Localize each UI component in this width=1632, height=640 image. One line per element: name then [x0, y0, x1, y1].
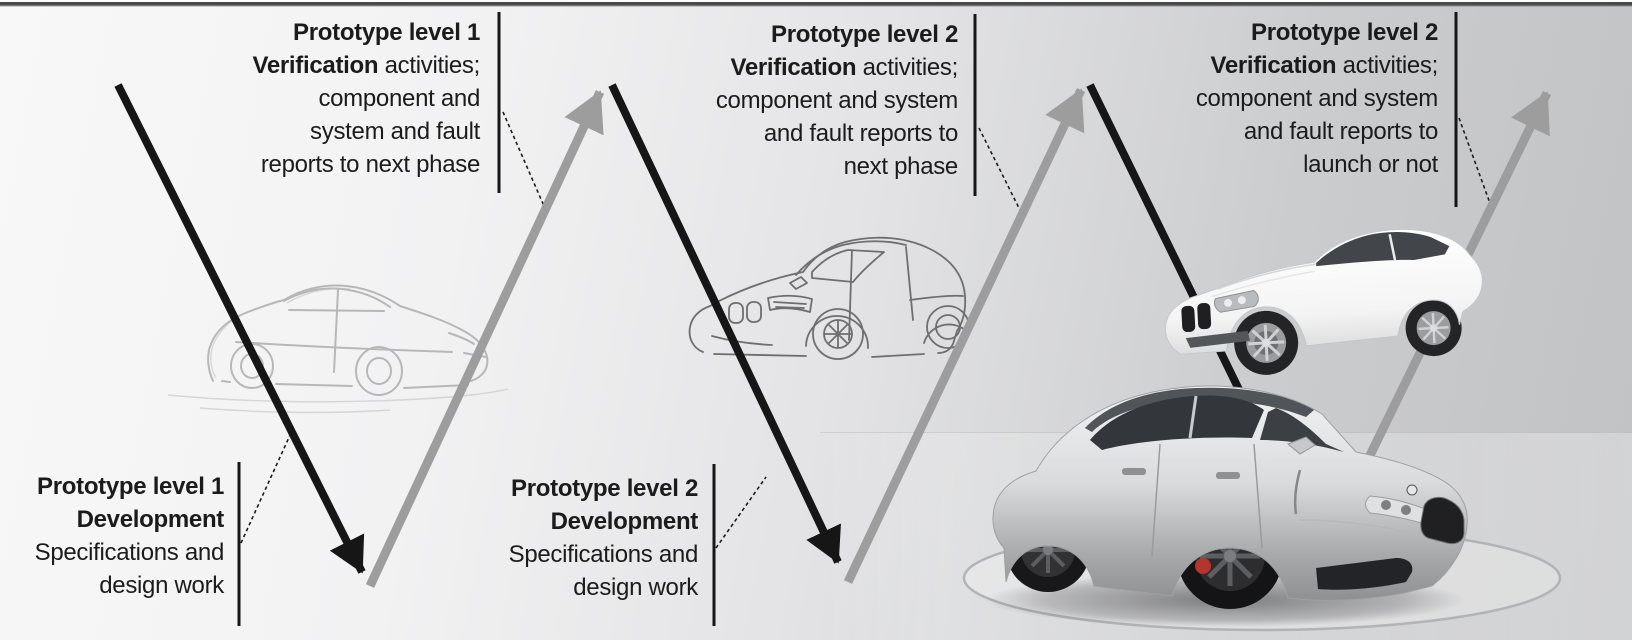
- callout-line: component and system: [1195, 85, 1438, 112]
- callout-line: design work: [99, 572, 224, 599]
- callout-line: Prototype level 2: [511, 475, 698, 502]
- callout-keyword: Verification: [730, 54, 857, 81]
- leader-line-bottom-1: [240, 432, 292, 544]
- callout-development-level1: Prototype level 1 Development Specificat…: [0, 470, 225, 602]
- callout-line: component and system: [715, 87, 958, 114]
- callout-verification-final: Prototype level 2 Verification activitie…: [1108, 16, 1438, 181]
- leader-line-top-3: [1458, 117, 1492, 207]
- leader-line-top-1: [502, 111, 545, 207]
- callout-line: reports to next phase: [260, 151, 480, 178]
- callout-line: Prototype level 1: [293, 19, 480, 46]
- callout-line: Development: [76, 506, 225, 533]
- callout-keyword: Verification: [252, 52, 379, 79]
- callout-line: Prototype level 2: [1251, 19, 1438, 46]
- callout-line: Prototype level 1: [37, 473, 224, 500]
- callout-line: system and fault: [310, 118, 480, 145]
- callout-line: and fault reports to: [1243, 118, 1438, 145]
- callout-line: Specifications and: [34, 539, 225, 566]
- callout-line: and fault reports to: [763, 120, 958, 147]
- callout-line: Verification activities;: [628, 51, 958, 84]
- verification-arrow-2: [843, 88, 1086, 584]
- top-border: [0, 0, 1632, 7]
- callout-verification-level1: Prototype level 1 Verification activitie…: [150, 16, 480, 181]
- callout-text: activities;: [856, 54, 959, 81]
- callout-line: next phase: [843, 153, 959, 180]
- callout-line: Specifications and: [508, 541, 699, 568]
- callout-line: design work: [573, 574, 698, 601]
- callout-line: Verification activities;: [150, 49, 480, 82]
- callout-line: Prototype level 2: [771, 21, 958, 48]
- callout-text: activities;: [378, 52, 481, 79]
- callout-line: component and: [318, 85, 480, 112]
- development-arrow-2: [608, 83, 842, 564]
- leader-line-top-2: [978, 127, 1022, 213]
- white-car-image: [1164, 228, 1483, 375]
- callout-line: launch or not: [1303, 151, 1438, 178]
- leader-line-bottom-2: [715, 476, 767, 549]
- development-arrow-1: [114, 83, 366, 574]
- callout-line: Verification activities;: [1108, 49, 1438, 82]
- callout-verification-level2: Prototype level 2 Verification activitie…: [628, 18, 958, 183]
- development-arrow-3: [1086, 83, 1252, 410]
- callout-text: activities;: [1336, 52, 1439, 79]
- verification-arrow-1: [365, 90, 605, 588]
- callout-development-level2: Prototype level 2 Development Specificat…: [470, 472, 699, 604]
- silver-car-image: [985, 385, 1468, 627]
- callout-keyword: Verification: [1210, 52, 1337, 79]
- callout-line: Development: [550, 508, 699, 535]
- sketch-car-image: [167, 284, 509, 414]
